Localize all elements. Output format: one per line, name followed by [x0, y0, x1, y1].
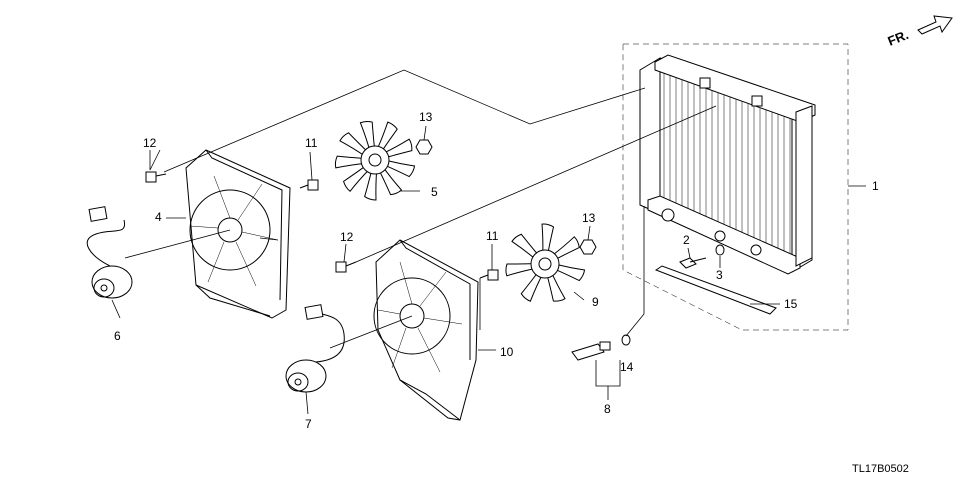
callout-3: 3: [716, 268, 723, 282]
seal-strip: [654, 265, 777, 315]
radiator-core-fins: [663, 62, 791, 259]
upper-fan-motor: [86, 206, 133, 299]
callout-8: 8: [604, 402, 611, 416]
temperature-sensor: [571, 334, 631, 361]
callout-15: 15: [784, 297, 798, 311]
upper-fan-shroud: [185, 149, 291, 319]
nut-lower: [579, 239, 597, 255]
lower-fan-motor: [285, 304, 345, 393]
callout-13-lower: 13: [582, 211, 596, 225]
drain-plug: [679, 257, 707, 269]
lower-fan-blade: [505, 223, 586, 302]
front-direction-arrow: FR.: [886, 15, 953, 49]
callout-1: 1: [872, 179, 879, 193]
callout-11-upper: 11: [305, 136, 318, 150]
upper-fan-blade: [334, 120, 416, 201]
callout-4: 4: [155, 210, 162, 224]
bolt-upper-left: [145, 171, 167, 183]
callout-5: 5: [431, 185, 438, 199]
callout-10: 10: [500, 345, 514, 359]
bolt-lower-right: [479, 269, 499, 281]
bolt-upper-right: [299, 179, 319, 191]
radiator-group-frame: [622, 43, 849, 331]
callout-11-lower: 11: [486, 229, 499, 243]
callout-12-upper: 12: [143, 136, 157, 150]
callout-12-lower: 12: [340, 230, 354, 244]
washer: [715, 244, 725, 256]
radiator: [639, 54, 816, 275]
callout-9: 9: [592, 295, 599, 309]
callout-7: 7: [305, 417, 312, 431]
callout-2: 2: [683, 233, 690, 247]
nut-upper: [415, 139, 433, 155]
lower-fan-shroud: [373, 239, 479, 421]
bolt-lower-left: [335, 261, 357, 273]
callout-6: 6: [114, 329, 121, 343]
diagram-code: TL17B0502: [852, 463, 909, 475]
leader-lines: [111, 69, 866, 415]
front-direction-label: FR.: [886, 27, 911, 49]
callout-13-upper: 13: [419, 110, 433, 124]
callout-14: 14: [620, 360, 634, 374]
